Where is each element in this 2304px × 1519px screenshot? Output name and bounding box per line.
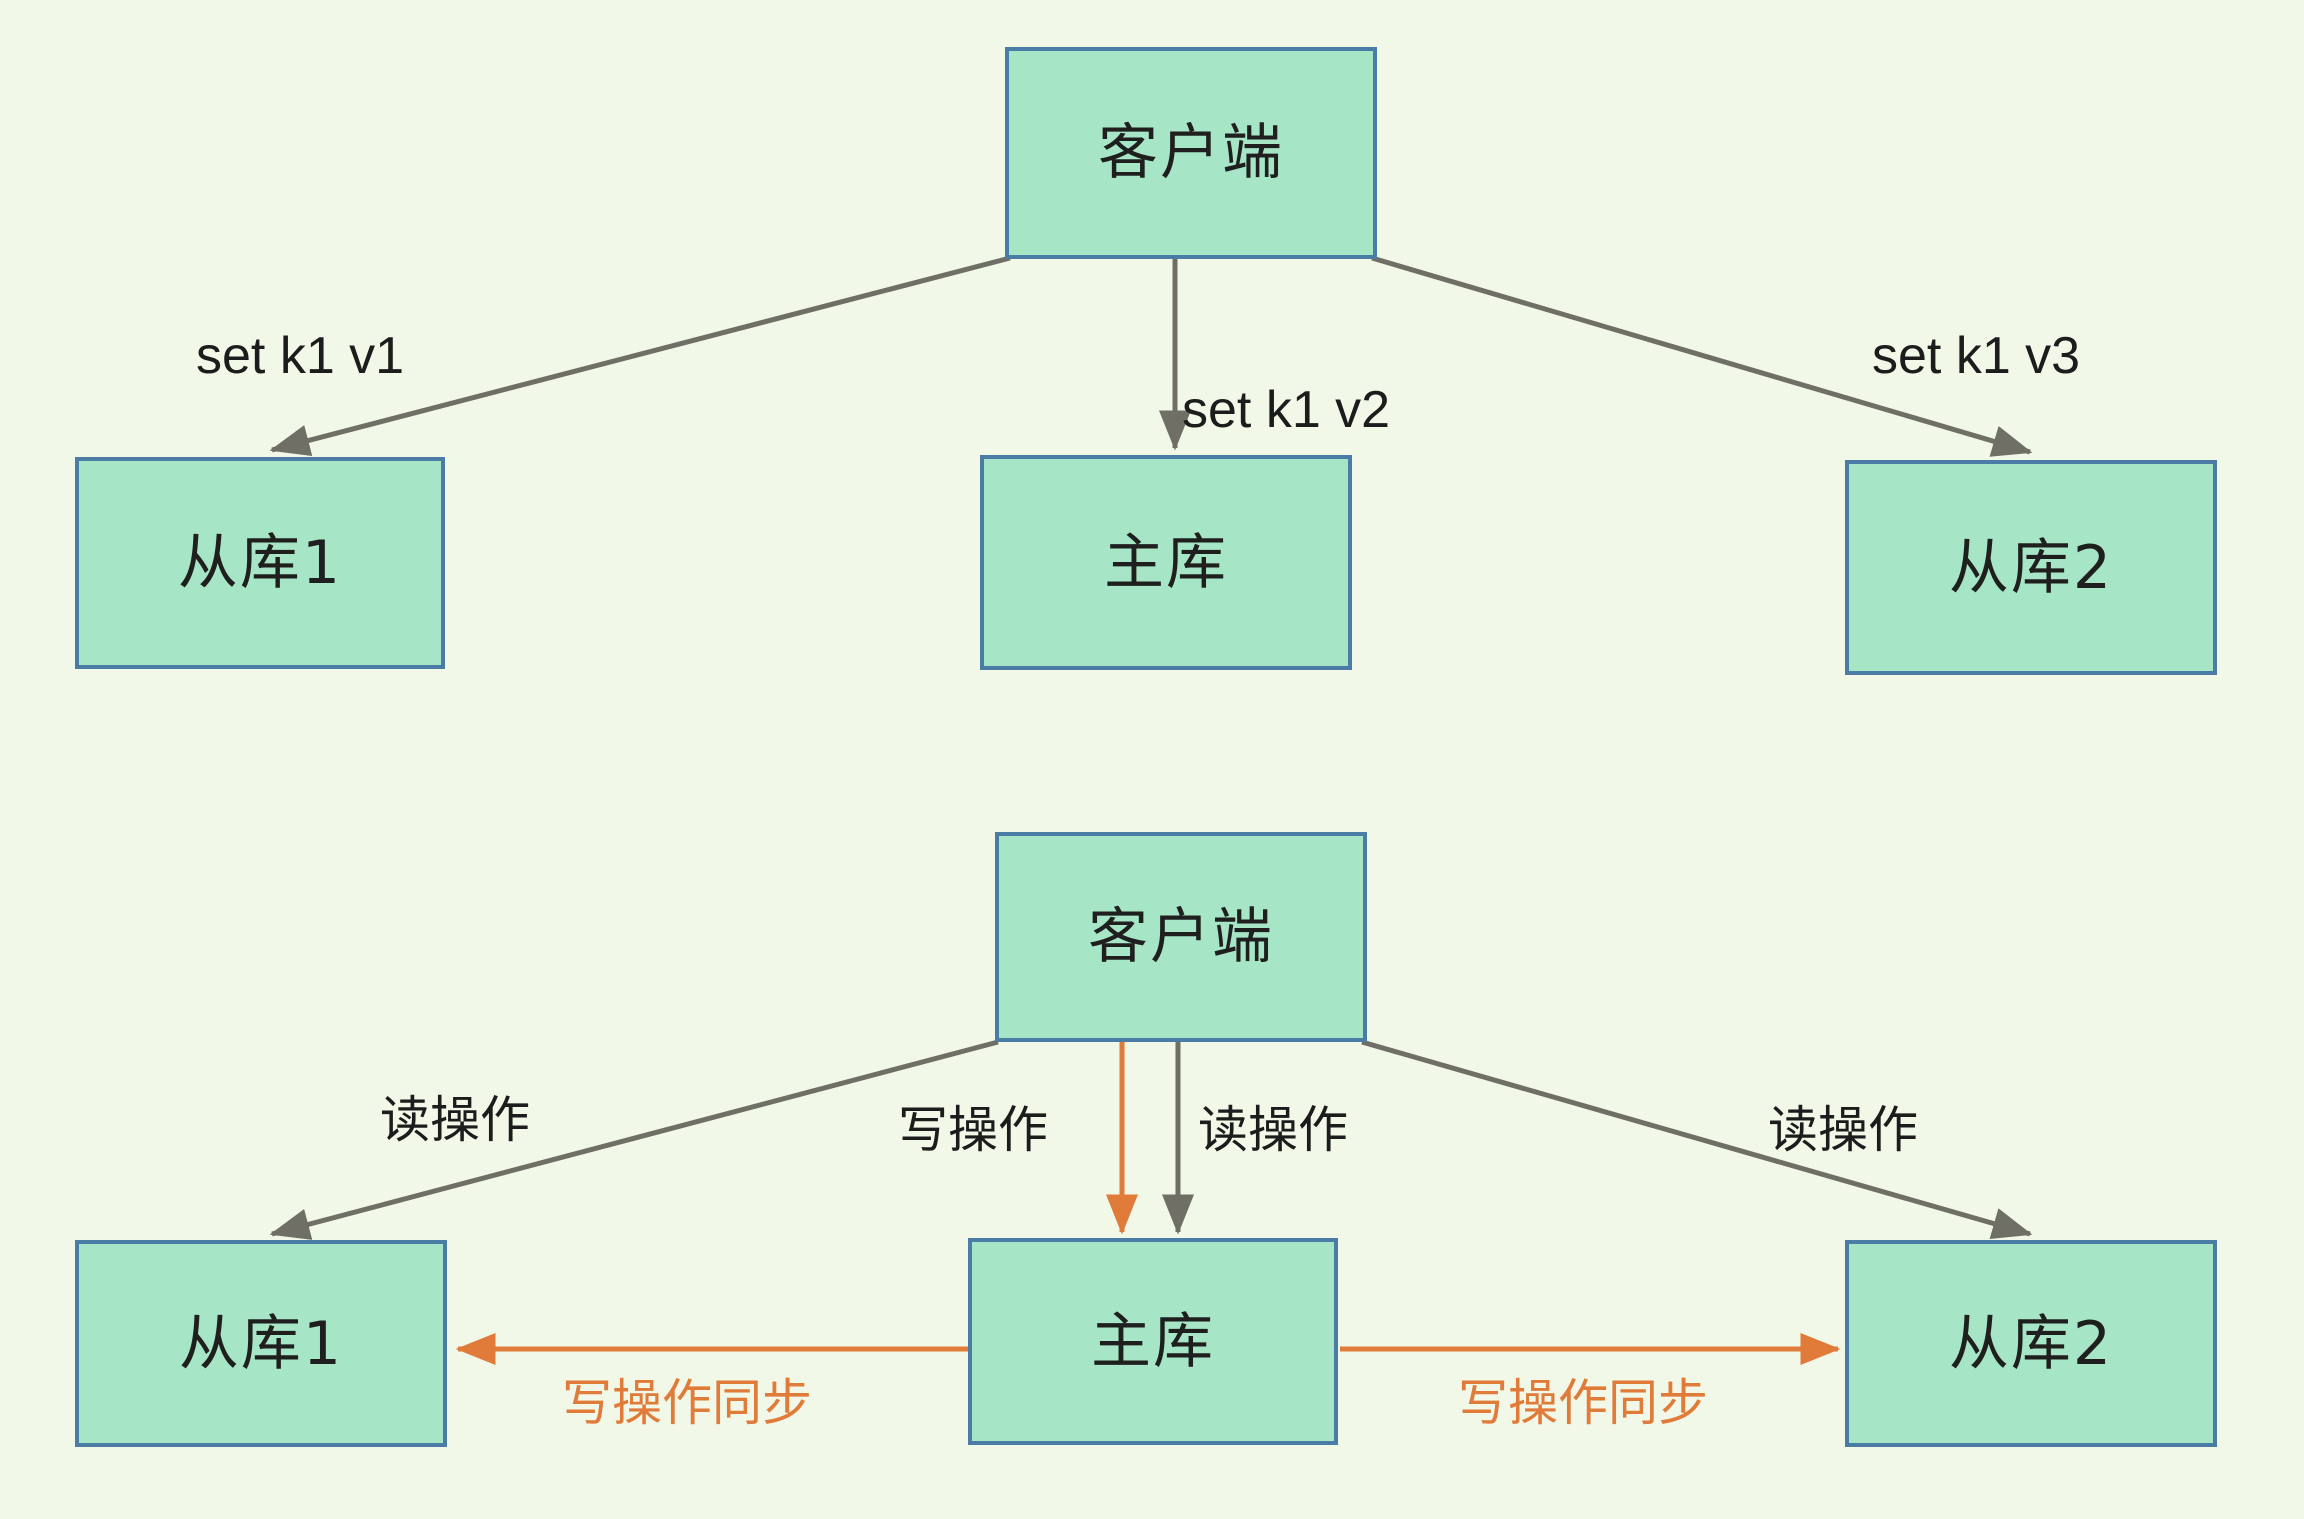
edge-label-set-k1-v3: set k1 v3 <box>1872 327 2081 385</box>
node-bottom-slave1[interactable]: 从库1 <box>75 1240 447 1447</box>
node-top-client-label: 客户端 <box>1098 118 1284 188</box>
node-bottom-slave2[interactable]: 从库2 <box>1845 1240 2217 1447</box>
node-bottom-master[interactable]: 主库 <box>968 1238 1338 1445</box>
node-top-master[interactable]: 主库 <box>980 455 1352 670</box>
edge-label-sync-right: 写操作同步 <box>1458 1374 1708 1432</box>
edge-label-set-k1-v2: set k1 v2 <box>1182 381 1391 439</box>
node-bottom-master-label: 主库 <box>1091 1306 1215 1377</box>
node-top-client[interactable]: 客户端 <box>1005 47 1377 259</box>
node-top-master-label: 主库 <box>1104 527 1228 598</box>
node-top-slave1-label: 从库1 <box>177 528 343 598</box>
edge-label-read-left: 读操作 <box>380 1091 530 1149</box>
node-bottom-slave1-label: 从库1 <box>178 1308 344 1379</box>
edge-label-sync-left: 写操作同步 <box>562 1374 812 1432</box>
node-top-slave2[interactable]: 从库2 <box>1845 460 2217 675</box>
edge-label-read-center: 读操作 <box>1198 1101 1348 1159</box>
edge-label-read-right: 读操作 <box>1768 1101 1918 1159</box>
edge-label-set-k1-v1: set k1 v1 <box>196 327 405 385</box>
node-bottom-client[interactable]: 客户端 <box>995 832 1367 1042</box>
node-bottom-client-label: 客户端 <box>1088 902 1274 972</box>
node-top-slave2-label: 从库2 <box>1948 532 2114 603</box>
edge-label-write-center: 写操作 <box>898 1101 1048 1159</box>
edge-bottom-client-to-slave2 <box>1361 1039 2033 1240</box>
node-bottom-slave2-label: 从库2 <box>1948 1308 2114 1379</box>
node-top-slave1[interactable]: 从库1 <box>75 457 445 669</box>
